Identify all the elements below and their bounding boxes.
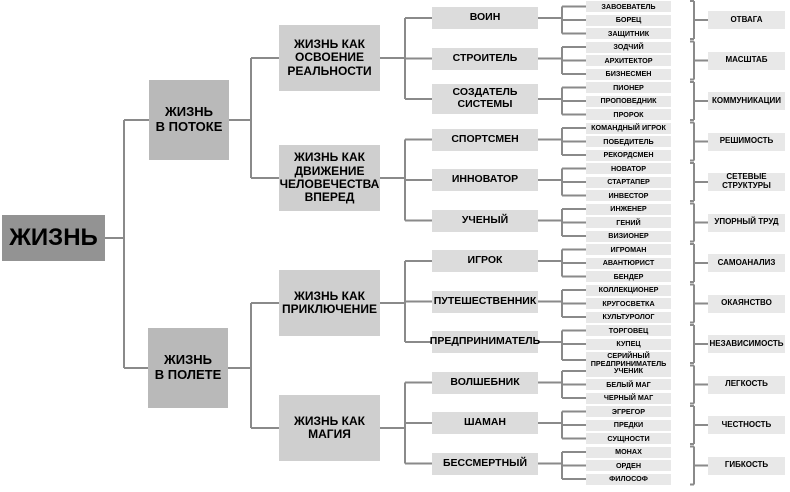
group-0-0: ЖИЗНЬ КАК ОСВОЕНИЕ РЕАЛЬНОСТИ — [279, 25, 380, 91]
item-4-1: СТАРТАПЕР — [586, 176, 671, 188]
quality-2: КОММУНИКАЦИИ — [708, 92, 785, 110]
quality-9: ЛЕГКОСТЬ — [708, 375, 785, 394]
item-2-1: ПРОПОВЕДНИК — [586, 95, 671, 107]
item-3-0: КОМАНДНЫЙ ИГРОК — [586, 122, 671, 134]
item-0-0: ЗАВОЕВАТЕЛЬ — [586, 1, 671, 12]
root-node: ЖИЗНЬ — [2, 215, 105, 261]
item-10-2: СУЩНОСТИ — [586, 433, 671, 444]
quality-4: СЕТЕВЫЕ СТРУКТУРЫ — [708, 172, 785, 191]
item-8-2: СЕРИЙНЫЙ ПРЕДПРИНИМАТЕЛЬ — [586, 352, 671, 368]
item-11-0: МОНАХ — [586, 446, 671, 458]
role-8: ПРЕДПРИНИМАТЕЛЬ — [430, 331, 540, 353]
item-10-0: ЭГРЕГОР — [586, 406, 671, 417]
item-0-2: ЗАЩИТНИК — [586, 28, 671, 39]
branch-0: ЖИЗНЬ В ПОТОКЕ — [149, 80, 229, 160]
role-6: ИГРОК — [432, 250, 538, 272]
item-7-1: КРУГОСВЕТКА — [586, 298, 671, 309]
item-11-2: ФИЛОСОФ — [586, 473, 671, 485]
item-8-0: ТОРГОВЕЦ — [586, 325, 671, 336]
item-10-1: ПРЕДКИ — [586, 419, 671, 431]
quality-11: ГИБКОСТЬ — [708, 456, 785, 475]
group-1-0: ЖИЗНЬ КАК ПРИКЛЮЧЕНИЕ — [279, 270, 380, 336]
item-7-0: КОЛЛЕКЦИОНЕР — [586, 284, 671, 296]
role-1: СТРОИТЕЛЬ — [432, 47, 538, 70]
item-8-1: КУПЕЦ — [586, 338, 671, 350]
role-2: СОЗДАТЕЛЬ СИСТЕМЫ — [432, 84, 538, 114]
item-6-2: БЕНДЕР — [586, 271, 671, 282]
item-9-1: БЕЛЫЙ МАГ — [586, 379, 671, 390]
item-1-1: АРХИТЕКТОР — [586, 55, 671, 66]
role-3: СПОРТСМЕН — [432, 128, 538, 151]
group-1-1: ЖИЗНЬ КАК МАГИЯ — [279, 395, 380, 461]
item-7-2: КУЛЬТУРОЛОГ — [586, 311, 671, 323]
role-5: УЧЕНЫЙ — [432, 209, 538, 232]
item-4-2: ИНВЕСТОР — [586, 190, 671, 201]
item-5-2: ВИЗИОНЕР — [586, 230, 671, 242]
item-0-1: БОРЕЦ — [586, 14, 671, 26]
quality-7: ОКАЯНСТВО — [708, 294, 785, 313]
item-6-0: ИГРОМАН — [586, 244, 671, 255]
quality-5: УПОРНЫЙ ТРУД — [708, 213, 785, 232]
item-1-0: ЗОДЧИЙ — [586, 41, 671, 53]
role-9: ВОЛШЕБНИК — [432, 371, 538, 394]
item-6-1: АВАНТЮРИСТ — [586, 257, 671, 269]
item-5-1: ГЕНИЙ — [586, 217, 671, 228]
role-7: ПУТЕШЕСТВЕННИК — [432, 290, 538, 313]
quality-3: РЕШИМОСТЬ — [708, 132, 785, 151]
branch-1: ЖИЗНЬ В ПОЛЕТЕ — [148, 328, 228, 408]
group-0-1: ЖИЗНЬ КАК ДВИЖЕНИЕ ЧЕЛОВЕЧЕСТВА ВПЕРЕД — [279, 145, 380, 211]
item-2-0: ПИОНЕР — [586, 82, 671, 93]
role-0: ВОИН — [432, 7, 538, 29]
role-11: БЕССМЕРТНЫЙ — [432, 452, 538, 475]
quality-10: ЧЕСТНОСТЬ — [708, 416, 785, 434]
item-3-2: РЕКОРДСМЕН — [586, 149, 671, 161]
quality-8: НЕЗАВИСИМОСТЬ — [708, 335, 785, 353]
item-9-2: ЧЕРНЫЙ МАГ — [586, 392, 671, 404]
item-9-0: УЧЕНИК — [586, 365, 671, 377]
item-11-1: ОРДЕН — [586, 460, 671, 471]
role-4: ИННОВАТОР — [432, 169, 538, 191]
item-2-2: ПРОРОК — [586, 109, 671, 120]
role-10: ШАМАН — [432, 412, 538, 434]
item-1-2: БИЗНЕСМЕН — [586, 68, 671, 80]
item-3-1: ПОБЕДИТЕЛЬ — [586, 136, 671, 147]
quality-6: САМОАНАЛИЗ — [708, 254, 785, 272]
quality-0: ОТВАГА — [708, 11, 785, 29]
quality-1: МАСШТАБ — [708, 51, 785, 70]
item-5-0: ИНЖЕНЕР — [586, 203, 671, 215]
item-4-0: НОВАТОР — [586, 163, 671, 174]
